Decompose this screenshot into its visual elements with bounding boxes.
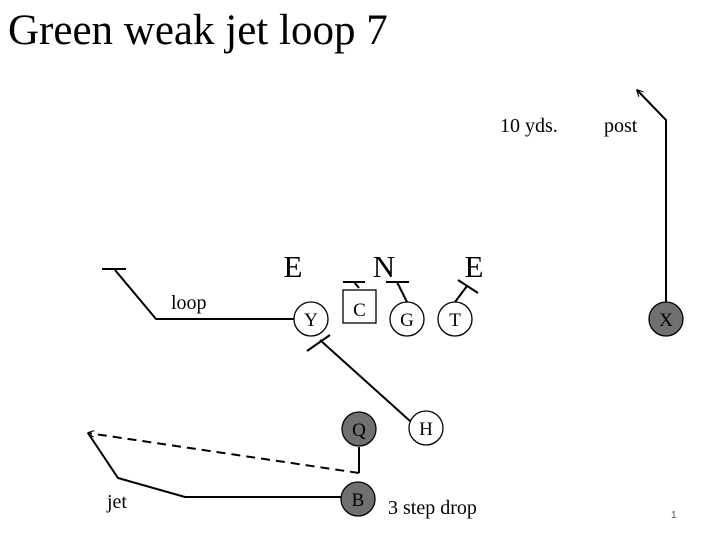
guard-label: G	[400, 310, 414, 331]
guard-marker	[389, 301, 425, 337]
post-label: post	[604, 115, 638, 137]
page-number: 1	[671, 510, 677, 521]
y-label: Y	[304, 310, 318, 331]
defense-end-right: E	[465, 249, 484, 284]
h-block-end	[306, 334, 331, 352]
defense-nose: N	[373, 249, 395, 284]
h-label: H	[419, 419, 433, 440]
x-post-route	[637, 90, 667, 306]
y-marker	[293, 301, 329, 337]
x-label: X	[659, 310, 673, 331]
back-marker	[340, 481, 376, 517]
loop-label: loop	[171, 292, 207, 314]
h-marker	[408, 410, 444, 446]
distance-label: 10 yds.	[500, 115, 558, 137]
qb-throw-dashed	[88, 433, 360, 474]
jet-label: jet	[106, 491, 127, 513]
qb-marker	[341, 411, 377, 447]
back-label: B	[352, 490, 365, 511]
y-loop-route	[114, 269, 294, 320]
tackle-block-route	[454, 285, 468, 303]
tackle-marker	[437, 301, 473, 337]
center-marker	[342, 289, 377, 324]
defense-end-left: E	[284, 249, 303, 284]
tackle-block-end	[457, 279, 479, 294]
slide-title: Green weak jet loop 7	[8, 7, 388, 54]
qb-label: Q	[352, 420, 366, 441]
x-marker	[648, 301, 684, 337]
drop-label: 3 step drop	[388, 497, 477, 519]
center-label: C	[353, 300, 366, 321]
tackle-label: T	[449, 310, 461, 331]
guard-block-route	[396, 281, 408, 303]
h-block-route	[319, 339, 411, 422]
b-jet-route	[87, 432, 341, 498]
